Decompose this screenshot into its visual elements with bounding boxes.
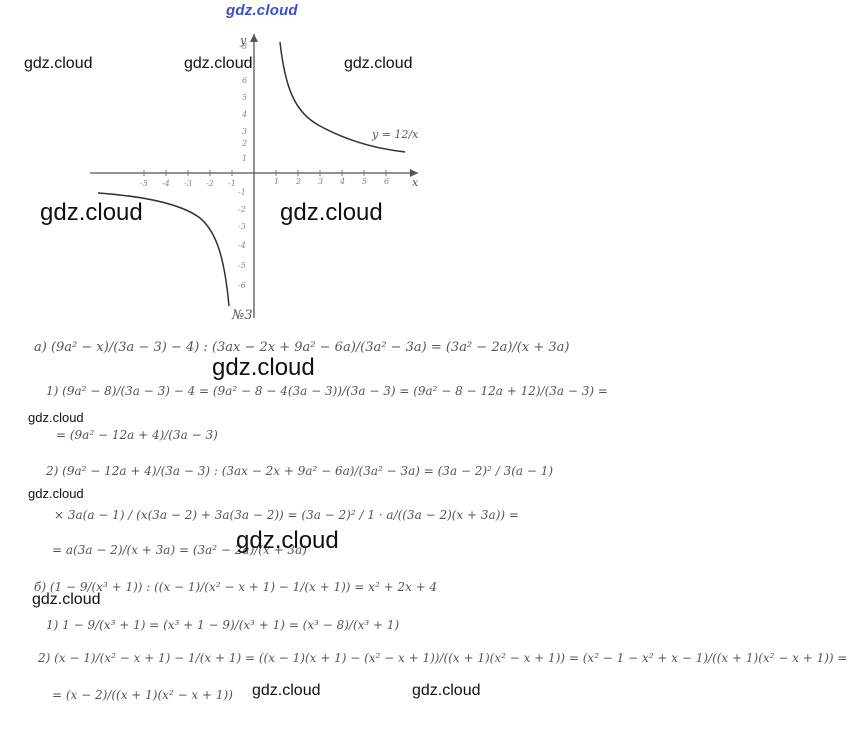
solution-line: × 3a(a − 1) / (x(3a − 2) + 3a(3a − 2)) =… (54, 508, 519, 522)
x-axis-label: x (412, 176, 419, 189)
y-axis-arrow (250, 34, 258, 42)
watermark: gdz.cloud (212, 354, 315, 381)
watermark: gdz.cloud (28, 486, 84, 501)
watermark: gdz.cloud (412, 682, 481, 699)
x-tick-label: -1 (228, 179, 236, 188)
y-tick-label: -5 (238, 261, 246, 270)
function-label: y = 12/x (371, 128, 419, 141)
watermark: gdz.cloud (40, 199, 143, 226)
hyperbola-graph: -5 -4 -3 -2 -1 1 2 3 4 5 6 8 7 6 5 4 3 2… (90, 34, 419, 318)
x-tick-label: 1 (274, 177, 279, 186)
solution-line: = (x − 2)/((x + 1)(x² − x + 1)) (52, 688, 233, 702)
x-tick-label: 4 (339, 177, 345, 186)
hyperbola-branch-positive (279, 41, 406, 153)
solution-line: 2) (9a² − 12a + 4)/(3a − 3) : (3ax − 2x … (46, 464, 554, 478)
problem-number: №3 (232, 308, 253, 323)
watermark: gdz.cloud (236, 527, 339, 554)
solution-line: a) (9a² − x)/(3a − 3) − 4) : (3ax − 2x +… (34, 340, 570, 355)
watermark: gdz.cloud (32, 591, 101, 608)
solution-line: = (9a² − 12a + 4)/(3a − 3) (56, 428, 218, 442)
y-tick-label: -2 (238, 205, 246, 214)
x-tick-label: -5 (140, 179, 148, 188)
y-tick-label: 2 (241, 139, 247, 148)
watermark: gdz.cloud (252, 682, 321, 699)
x-tick-label: 6 (384, 177, 389, 186)
watermark: gdz.cloud (28, 410, 84, 425)
x-tick-label: 2 (295, 177, 301, 186)
x-tick-label: -2 (206, 179, 214, 188)
solution-line: 2) (x − 1)/(x² − x + 1) − 1/(x + 1) = ((… (38, 651, 847, 665)
y-tick-label: 6 (242, 76, 247, 85)
y-tick-label: 4 (241, 110, 247, 119)
y-tick-label: -6 (238, 281, 246, 290)
solution-line: 1) (9a² − 8)/(3a − 3) − 4 = (9a² − 8 − 4… (46, 384, 608, 398)
watermark: gdz.cloud (280, 199, 383, 226)
y-tick-label: 7 (242, 59, 248, 68)
watermark: gdz.cloud (344, 55, 413, 72)
y-tick-label: 3 (242, 127, 247, 136)
x-tick-label: 3 (318, 177, 323, 186)
y-tick-label: -4 (238, 241, 246, 250)
y-tick-label: -1 (238, 188, 246, 197)
y-tick-label: -3 (238, 222, 246, 231)
y-tick-label: 5 (242, 93, 247, 102)
watermark: gdz.cloud (184, 55, 253, 72)
solution-line: 1) 1 − 9/(x³ + 1) = (x³ + 1 − 9)/(x³ + 1… (46, 618, 400, 632)
site-logo[interactable]: gdz.cloud (226, 2, 298, 19)
watermark: gdz.cloud (24, 55, 93, 72)
x-tick-label: 5 (362, 177, 367, 186)
y-tick-label: 8 (242, 42, 247, 51)
x-axis-arrow (410, 169, 418, 177)
y-tick-label: 1 (242, 154, 247, 163)
x-tick-label: -3 (184, 179, 192, 188)
hyperbola-branch-negative (97, 192, 230, 307)
y-axis-label: y (239, 34, 247, 47)
x-ticks (143, 170, 387, 176)
solution-line: б) (1 − 9/(x³ + 1)) : ((x − 1)/(x² − x +… (34, 580, 438, 594)
x-tick-label: -4 (162, 179, 170, 188)
solution-line: = a(3a − 2)/(x + 3a) = (3a² − 2a)/(x + 3… (52, 543, 307, 557)
